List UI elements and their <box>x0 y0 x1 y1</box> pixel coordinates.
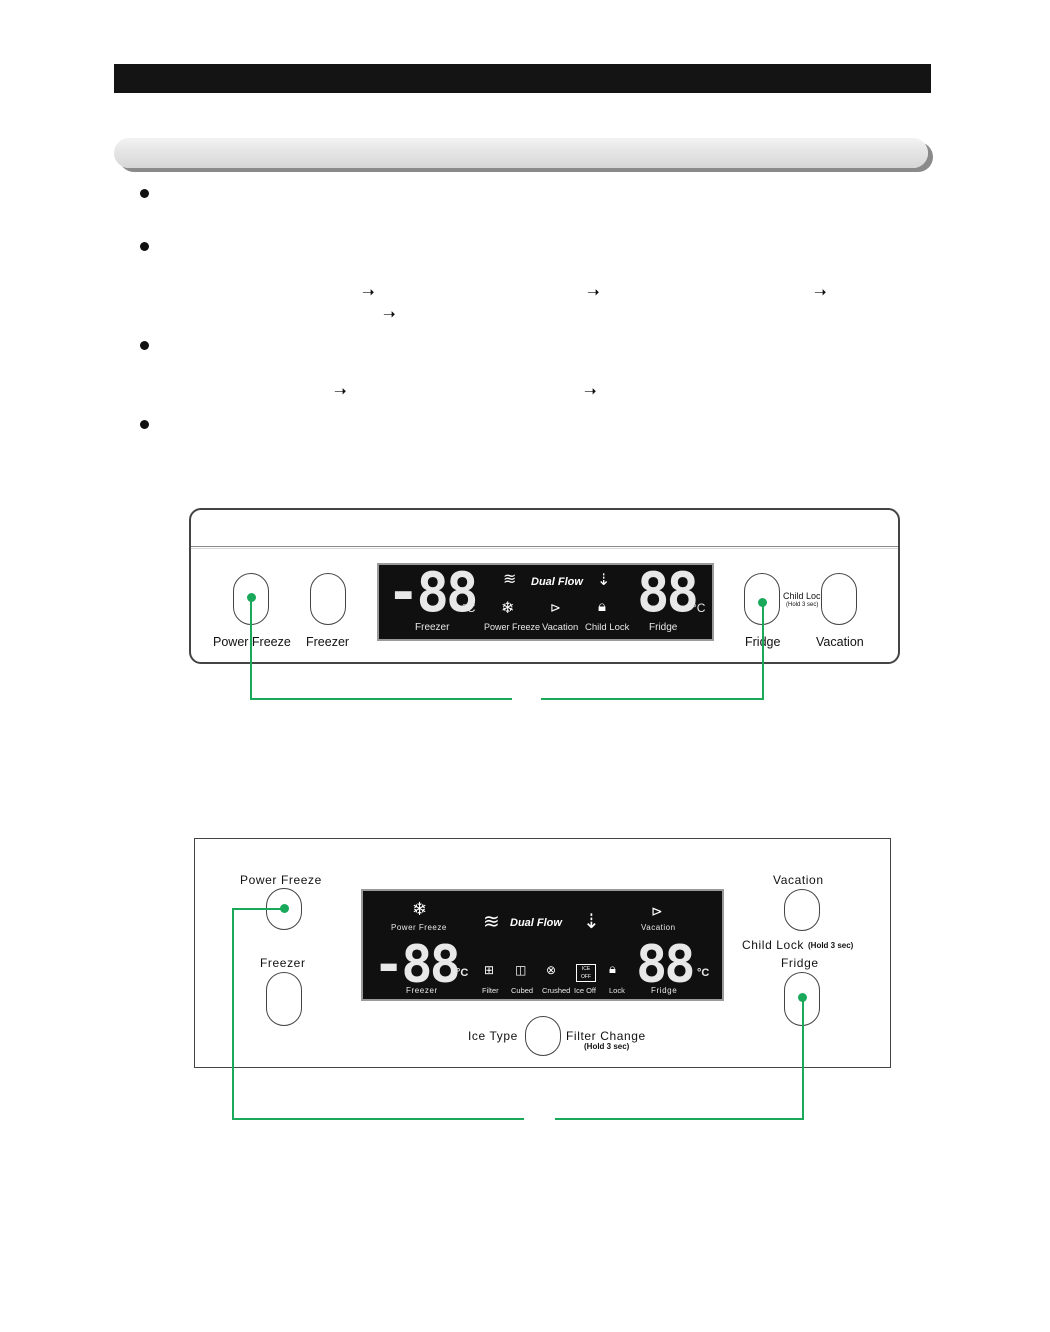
dual-flow-label: Dual Flow <box>510 917 562 929</box>
child-lock-label: Child Lock <box>783 591 826 601</box>
snowflake-icon: ❄ <box>501 600 515 617</box>
freezer-temp-readout: -88 <box>373 935 461 995</box>
crushed-display-label: Crushed <box>542 986 571 995</box>
airflow-arrows-icon: ⇣ <box>583 911 600 933</box>
ice-off-display-label: Ice Off <box>574 986 596 995</box>
vacation-label: Vacation <box>773 873 824 887</box>
bullet <box>140 341 149 350</box>
unit-label: °C <box>462 601 476 615</box>
crushed-ice-icon: ⊗ <box>546 963 557 977</box>
freezer-display-label: Freezer <box>406 986 438 995</box>
connector-line <box>250 598 252 700</box>
bullet <box>140 420 149 429</box>
freezer-button[interactable] <box>310 573 346 625</box>
freezer-label: Freezer <box>260 956 306 970</box>
indicator-dot <box>758 598 767 607</box>
connector-line <box>802 998 804 1120</box>
lock-display-label: Lock <box>609 986 625 995</box>
child-lock-hold-label: (Hold 3 sec) <box>808 941 854 950</box>
cubed-ice-icon: ◫ <box>515 963 527 977</box>
connector-line <box>250 698 512 700</box>
freezer-button[interactable] <box>266 972 302 1026</box>
airflow-arrows-icon: ⇣ <box>597 572 611 589</box>
connector-line <box>232 908 284 910</box>
filter-icon: ⊞ <box>484 963 495 977</box>
fridge-display-label: Fridge <box>651 986 678 995</box>
vacation-icon: ⊳ <box>550 600 561 615</box>
fridge-temp-readout: 88 <box>637 561 699 624</box>
lock-icon: 🔒︎ <box>598 598 606 615</box>
connector-line <box>541 698 764 700</box>
power-freeze-display-label: Power Freeze <box>484 622 541 632</box>
display-panel-2: ❄ Power Freeze ≋ Dual Flow ⇣ ⊳ Vacation … <box>361 889 724 1001</box>
connector-line <box>555 1118 804 1120</box>
ice-type-label: Ice Type <box>468 1029 518 1043</box>
header-bar <box>114 64 931 93</box>
filter-change-hold-label: (Hold 3 sec) <box>584 1042 630 1051</box>
arrow-icon: ➝ <box>584 382 597 400</box>
connector-line <box>232 908 234 1120</box>
fridge-temp-readout: 88 <box>636 935 696 995</box>
dual-flow-waves-icon: ≋ <box>483 911 500 933</box>
indicator-dot <box>798 993 807 1002</box>
unit-label: °C <box>697 967 710 979</box>
child-lock-hold-label: (Hold 3 sec) <box>786 602 819 608</box>
ice-type-filter-button[interactable] <box>525 1016 561 1056</box>
display-panel-1: -88 °C Freezer ≋ Dual Flow ⇣ ❄ Power Fre… <box>377 561 714 641</box>
arrow-icon: ➝ <box>587 283 600 301</box>
section-heading-bar <box>114 138 928 168</box>
fridge-label: Fridge <box>781 956 819 970</box>
arrow-icon: ➝ <box>362 283 375 301</box>
ice-off-icon: ICE OFF <box>576 964 596 982</box>
panel-lip <box>191 546 898 547</box>
filter-display-label: Filter <box>482 986 499 995</box>
freezer-temp-readout: -88 <box>387 561 479 624</box>
connector-line <box>762 603 764 700</box>
freezer-label: Freezer <box>306 635 350 649</box>
cubed-display-label: Cubed <box>511 986 534 995</box>
dual-flow-label: Dual Flow <box>531 576 583 588</box>
unit-label: °C <box>692 601 706 615</box>
arrow-icon: ➝ <box>814 283 827 301</box>
indicator-dot <box>247 593 256 602</box>
child-lock-display-label: Child Lock <box>585 622 630 633</box>
power-freeze-label: Power Freeze <box>240 873 322 887</box>
dual-flow-waves-icon: ≋ <box>503 571 517 588</box>
freezer-display-label: Freezer <box>415 622 450 633</box>
arrow-icon: ➝ <box>334 382 347 400</box>
indicator-dot <box>280 904 289 913</box>
vacation-icon: ⊳ <box>651 903 663 919</box>
vacation-button[interactable] <box>821 573 857 625</box>
arrow-icon: ➝ <box>383 305 396 323</box>
bullet <box>140 242 149 251</box>
child-lock-label: Child Lock <box>742 938 805 952</box>
filter-change-label: Filter Change <box>566 1029 646 1043</box>
fridge-display-label: Fridge <box>649 622 678 633</box>
vacation-display-label: Vacation <box>641 923 676 932</box>
lock-icon: 🔒︎ <box>609 961 616 976</box>
bullet <box>140 189 149 198</box>
vacation-label: Vacation <box>816 635 864 649</box>
unit-label: °C <box>456 967 469 979</box>
snowflake-icon: ❄ <box>412 899 428 919</box>
vacation-display-label: Vacation <box>542 622 579 633</box>
connector-line <box>232 1118 524 1120</box>
vacation-button[interactable] <box>784 889 820 931</box>
power-freeze-display-label: Power Freeze <box>391 923 447 932</box>
